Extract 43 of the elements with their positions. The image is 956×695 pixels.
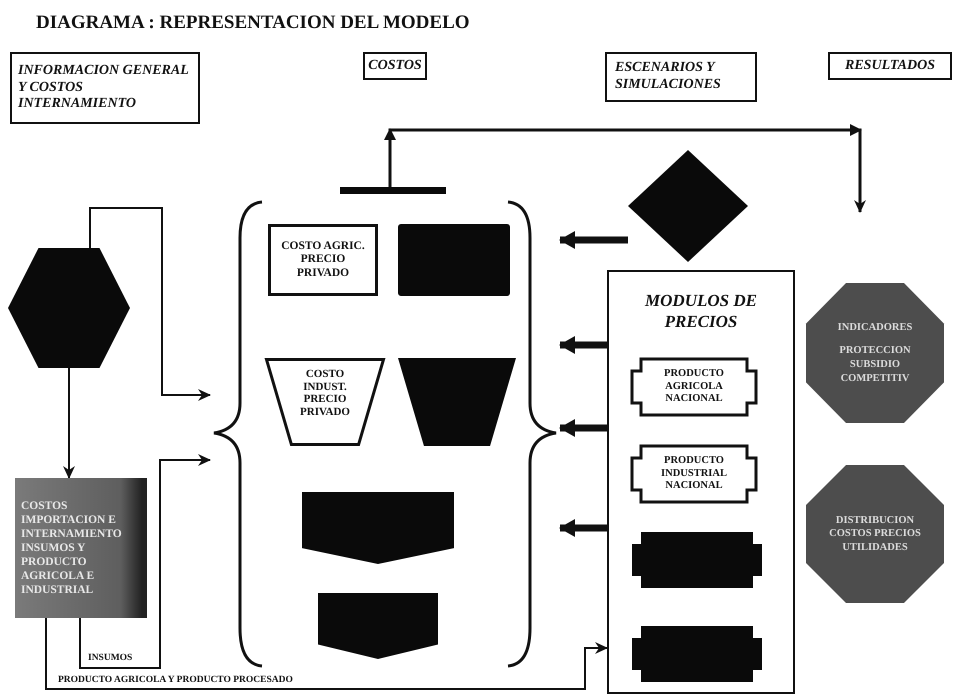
arrow: [45, 618, 608, 690]
pentagon-shape: [318, 593, 438, 659]
octagon-shape: [806, 283, 944, 423]
filled-rectangle: [398, 224, 510, 296]
arrow: [63, 368, 75, 479]
diagram-title: DIAGRAMA : REPRESENTACION DEL MODELO: [36, 12, 470, 34]
trapezoid-shape: [398, 358, 516, 446]
category-header: ESCENARIOS Y SIMULACIONES: [615, 60, 722, 94]
category-header-box: [605, 52, 757, 102]
panel-text: COSTOS IMPORTACION E INTERNAMIENTO INSUMOS Y PRODUCTO AGRICOLA E INDUSTRIAL: [21, 498, 123, 598]
result-label: INDICADORES: [838, 320, 912, 334]
module-panel: [607, 270, 795, 694]
octagon-shape: [806, 465, 944, 603]
category-header: INFORMACION GENERAL Y COSTOS INTERNAMIENTO: [18, 62, 190, 114]
edge-label: PRODUCTO AGRICOLA Y PRODUCTO PROCESADO: [56, 675, 295, 686]
data-panel: [15, 478, 147, 618]
arrow: [79, 454, 211, 669]
cost-box: [268, 224, 378, 296]
arrow: [89, 207, 211, 401]
arrow: [559, 231, 628, 249]
pentagon-shape: [302, 492, 454, 564]
arrow: [559, 519, 607, 537]
category-header-box: [10, 52, 200, 124]
cost-label: COSTO INDUST. PRECIO PRIVADO: [299, 368, 351, 419]
category-header: RESULTADOS: [845, 58, 935, 74]
horizontal-bar: [340, 187, 446, 194]
hexagon-shape: [8, 248, 130, 368]
panel-heading: MODULOS DE PRECIOS: [644, 290, 758, 332]
category-header: COSTOS: [368, 58, 422, 74]
cost-label: COSTO AGRIC. PRECIO PRIVADO: [280, 240, 366, 280]
module-label: PRODUCTO AGRICOLA NACIONAL: [663, 368, 725, 406]
category-header-box: [828, 52, 952, 80]
result-label: PROTECCION SUBSIDIO COMPETITIV: [838, 344, 912, 386]
module-box: [632, 359, 756, 415]
result-label: DISTRIBUCION COSTOS PRECIOS UTILIDADES: [828, 514, 922, 554]
arrow: [559, 419, 607, 437]
diamond-shape: [628, 150, 748, 262]
module-box: [632, 446, 756, 502]
arrow: [559, 336, 607, 354]
trapezoid-box: [265, 358, 385, 446]
edge-label: INSUMOS: [86, 653, 134, 664]
category-header-box: [363, 52, 427, 80]
module-label: PRODUCTO INDUSTRIAL NACIONAL: [660, 455, 728, 493]
